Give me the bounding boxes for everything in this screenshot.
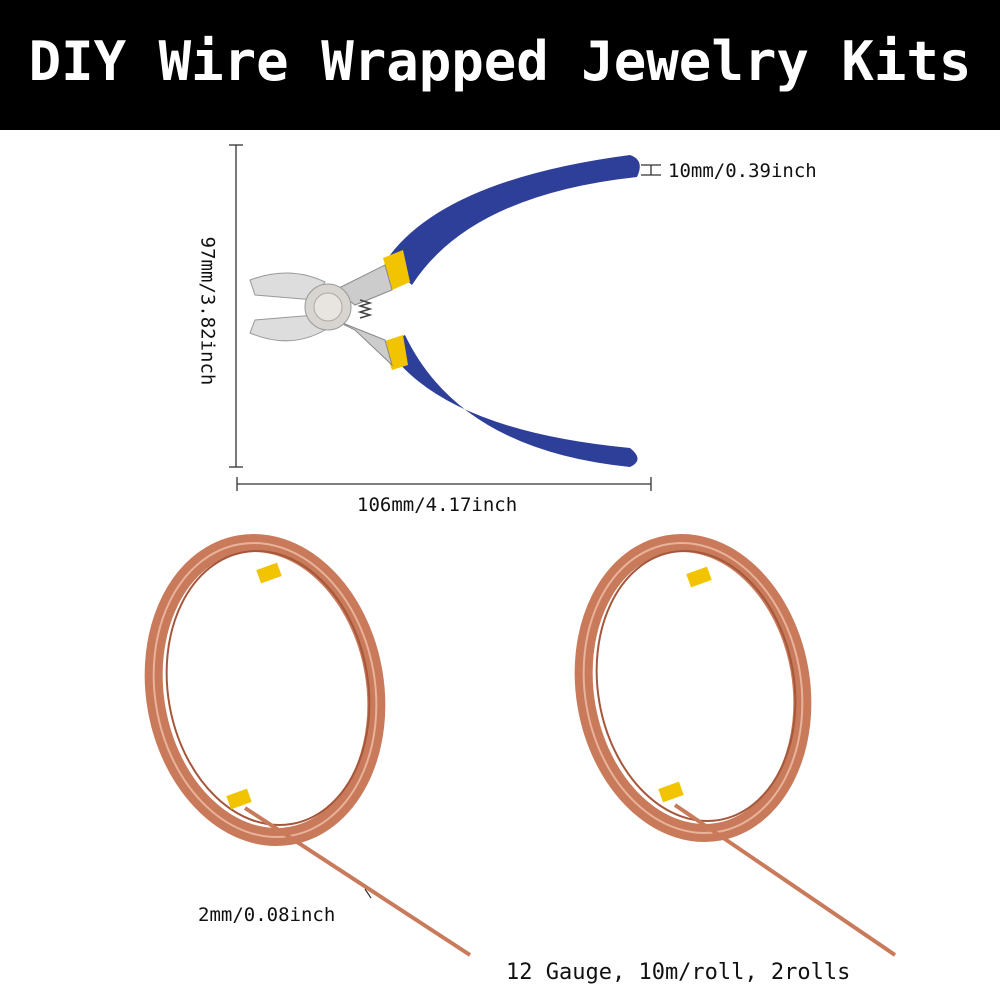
wire-coil-left <box>144 534 472 957</box>
title-banner: DIY Wire Wrapped Jewelry Kits <box>0 0 1000 130</box>
pliers-height-label: 97mm/3.82inch <box>196 236 219 386</box>
pliers-image <box>249 155 640 467</box>
wire-coil-right <box>574 534 897 957</box>
pliers-width-label: 106mm/4.17inch <box>357 494 518 516</box>
handle-thickness-label: 10mm/0.39inch <box>668 160 817 182</box>
page-title: DIY Wire Wrapped Jewelry Kits <box>28 30 972 93</box>
wire-diameter-label: 2mm/0.08inch <box>198 904 336 926</box>
wire-spec-label: 12 Gauge, 10m/roll, 2rolls <box>506 960 851 985</box>
dimension-lines <box>229 144 661 491</box>
